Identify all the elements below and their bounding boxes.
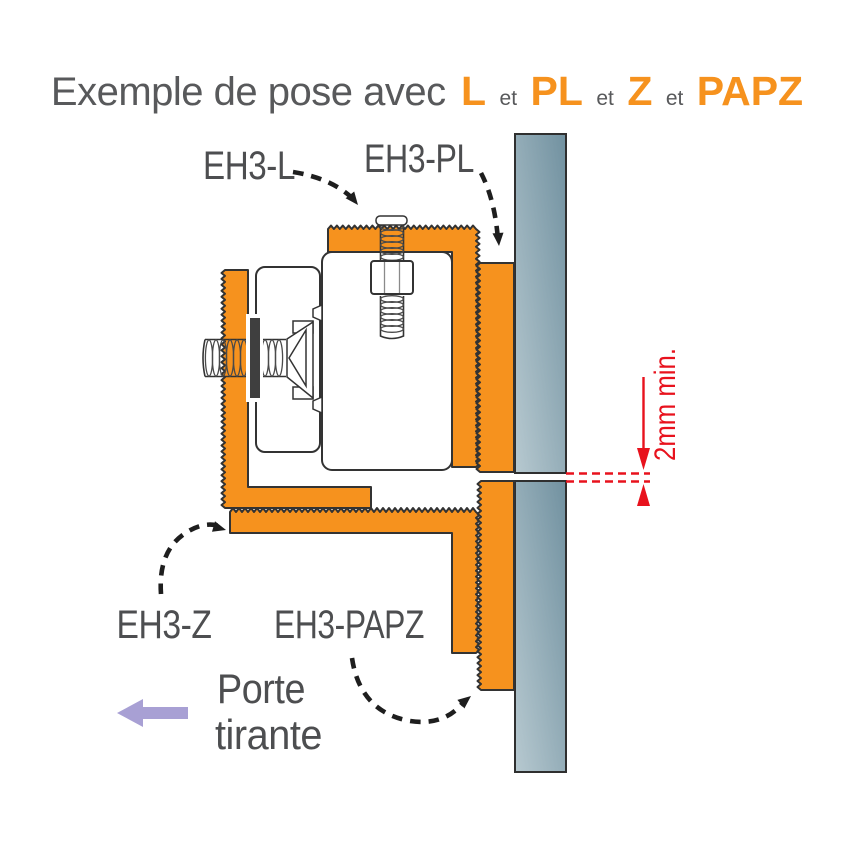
arrowhead-eh3-z: [212, 521, 226, 532]
title-sep: et: [666, 87, 684, 110]
coupling-nut: [370, 260, 414, 295]
bracket-eh3-z-upper: [220, 269, 372, 509]
arrowhead-eh3-papz: [457, 696, 471, 709]
dimension-arrow-down: [637, 448, 650, 470]
nut-facets: [383, 262, 401, 293]
leader-line-eh3-z: [158, 522, 220, 595]
panel-upper: [514, 133, 567, 474]
title-prefix: Exemple de pose avec: [51, 70, 446, 114]
title-sep: et: [500, 87, 518, 110]
dimension-label: 2mm min.: [649, 348, 682, 461]
bracket-eh3-z-lower: [229, 507, 481, 654]
clamp-tab-bottom: [312, 395, 323, 415]
panel-lower: [514, 480, 567, 773]
door-pull-arrow-icon: [117, 699, 188, 727]
leader-line-eh3-l: [292, 169, 353, 199]
plate-eh3-pl: [475, 262, 515, 473]
leader-line-eh3-papz: [349, 657, 464, 725]
arrowhead-eh3-pl: [492, 232, 504, 246]
label-eh3-l: EH3-L: [203, 144, 295, 188]
title-part-l: L: [461, 68, 486, 114]
bolt-washer: [250, 318, 260, 398]
cone-tip: [288, 327, 307, 389]
title-part-papz: PAPZ: [697, 68, 803, 114]
title-sep: et: [596, 87, 614, 110]
plate-eh3-papz: [476, 480, 515, 691]
rod-top-cap: [375, 215, 408, 226]
label-eh3-papz: EH3-PAPZ: [274, 603, 424, 647]
leader-line-eh3-pl: [478, 171, 501, 241]
page-title: Exemple de pose avec L et PL et Z et PAP…: [51, 68, 803, 114]
label-eh3-z: EH3-Z: [117, 603, 212, 647]
title-part-z: Z: [627, 68, 652, 114]
dimension-arrow-up: [637, 484, 650, 506]
title-part-pl: PL: [531, 68, 583, 114]
clamp-body-right: [321, 251, 453, 471]
door-label-line2: tirante: [215, 711, 322, 758]
label-eh3-pl: EH3-PL: [364, 137, 474, 181]
clamp-tab-top: [312, 303, 323, 323]
arrowhead-eh3-l: [345, 191, 358, 205]
dimension-2mm: 2mm min.: [566, 348, 682, 506]
door-label-line1: Porte: [217, 665, 305, 712]
